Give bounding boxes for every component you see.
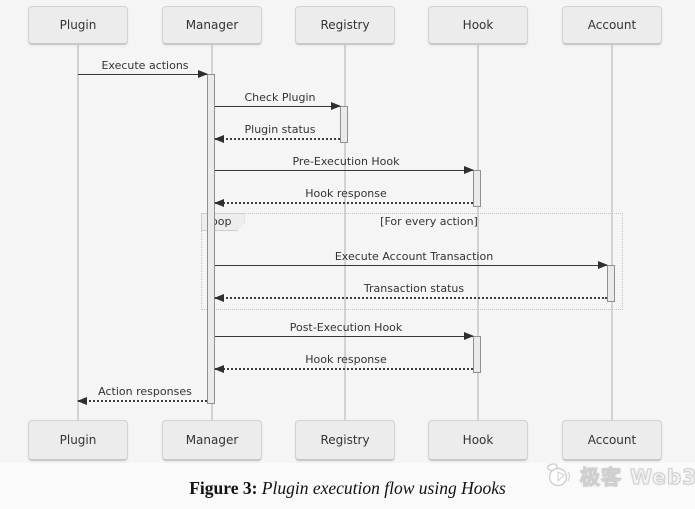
message-label: Plugin status — [244, 123, 316, 136]
actor-label: Hook — [462, 433, 494, 447]
arrowhead-icon — [77, 396, 87, 405]
message-arrow-execute-actions — [78, 69, 208, 78]
figure-title: Plugin execution flow using Hooks — [257, 478, 506, 498]
activation-account — [607, 265, 615, 302]
message-arrow-action-responses — [77, 396, 207, 405]
actor-account-top: Account — [562, 6, 662, 45]
message-arrow-hook-response-2 — [214, 364, 473, 373]
actor-account-bottom: Account — [562, 420, 662, 461]
message-label: Hook response — [305, 187, 387, 200]
activation-hook-1 — [473, 170, 481, 207]
message-label: Post-Execution Hook — [289, 321, 403, 334]
message-label: Action responses — [98, 385, 192, 398]
actor-plugin-bottom: Plugin — [28, 420, 128, 461]
message-label: Hook response — [305, 353, 387, 366]
figure-number: Figure 3: — [189, 478, 258, 498]
message-arrow-transaction-status — [214, 293, 607, 302]
diagram-background — [0, 0, 695, 463]
message-label: Pre-Execution Hook — [292, 155, 400, 168]
actor-manager-bottom: Manager — [162, 420, 262, 461]
actor-hook-top: Hook — [428, 6, 528, 45]
actor-hook-bottom: Hook — [428, 420, 528, 461]
loop-condition: [For every action] — [380, 215, 478, 228]
message-label: Check Plugin — [244, 91, 316, 104]
lifeline-hook — [477, 45, 479, 420]
arrowhead-icon — [331, 101, 341, 110]
activation-hook-2 — [473, 336, 481, 373]
actor-label: Account — [587, 433, 637, 447]
actor-label: Plugin — [59, 433, 97, 447]
message-arrow-check-plugin — [215, 101, 341, 110]
arrowhead-icon — [464, 331, 474, 340]
arrowhead-icon — [464, 165, 474, 174]
activation-manager — [207, 74, 215, 404]
arrowhead-icon — [198, 69, 208, 78]
actor-label: Registry — [320, 18, 370, 32]
actor-label: Registry — [320, 433, 370, 447]
actor-label: Plugin — [59, 18, 97, 32]
message-label: Execute actions — [101, 59, 189, 72]
message-arrow-hook-response-1 — [214, 198, 473, 207]
activation-registry — [340, 106, 348, 143]
actor-manager-top: Manager — [162, 6, 262, 45]
figure-caption: Figure 3: Plugin execution flow using Ho… — [0, 478, 695, 499]
message-arrow-execute-account-transaction — [215, 260, 608, 269]
lifeline-plugin — [77, 45, 79, 420]
actor-registry-bottom: Registry — [295, 420, 395, 461]
message-label: Transaction status — [363, 282, 465, 295]
message-arrow-pre-execution-hook — [215, 165, 474, 174]
arrowhead-icon — [214, 134, 224, 143]
actor-label: Hook — [462, 18, 494, 32]
arrowhead-icon — [214, 293, 224, 302]
actor-label: Manager — [185, 18, 239, 32]
actor-plugin-top: Plugin — [28, 6, 128, 45]
lifeline-registry — [344, 45, 346, 420]
lifeline-account — [611, 45, 613, 420]
message-label: Execute Account Transaction — [334, 250, 494, 263]
actor-label: Manager — [185, 433, 239, 447]
arrowhead-icon — [214, 364, 224, 373]
arrowhead-icon — [214, 198, 224, 207]
actor-registry-top: Registry — [295, 6, 395, 45]
message-arrow-plugin-status — [214, 134, 340, 143]
actor-label: Account — [587, 18, 637, 32]
arrowhead-icon — [598, 260, 608, 269]
message-arrow-post-execution-hook — [215, 331, 474, 340]
